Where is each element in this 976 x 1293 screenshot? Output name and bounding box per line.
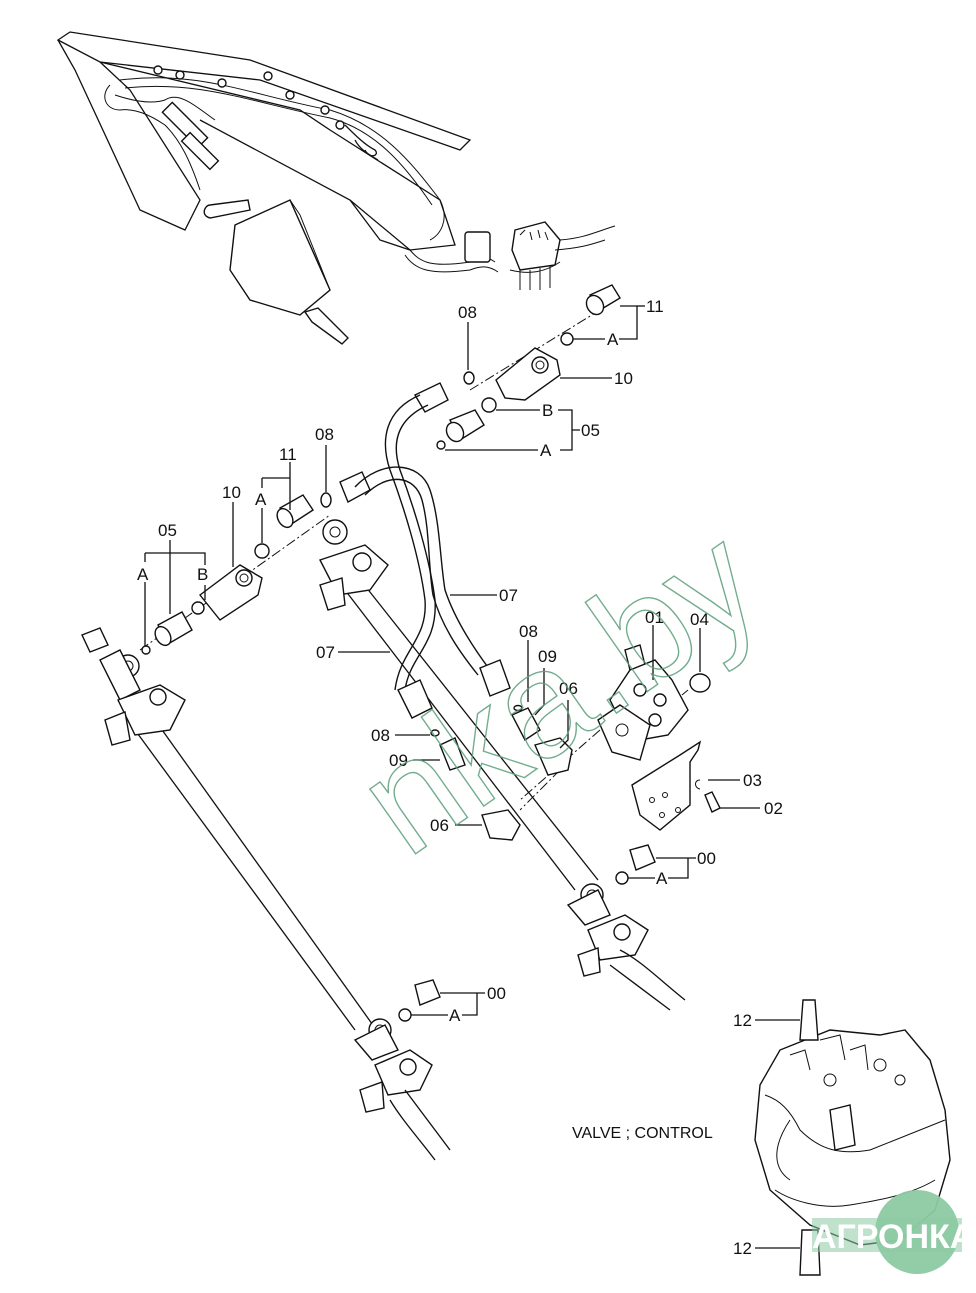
o-ring-icon — [463, 371, 475, 385]
pipe-fitting-icon — [81, 627, 186, 746]
cap-00-left — [398, 979, 485, 1022]
callout-label: 10 — [222, 483, 241, 502]
callout-label: 12 — [733, 1239, 752, 1258]
callout-label: 09 — [538, 647, 557, 666]
boom-arm-assembly — [56, 31, 616, 345]
elbow-fitting-11-icon — [585, 284, 621, 316]
callout-label: B — [542, 401, 553, 420]
pipe-fitting-icon — [566, 883, 686, 1011]
control-valve-icon — [754, 999, 951, 1276]
hydraulic-breaker-icon — [203, 199, 349, 345]
pipe-fitting-icon — [319, 519, 389, 611]
callout-label: A — [137, 565, 149, 584]
plug-04-icon — [689, 673, 711, 693]
pipe-assembly — [81, 519, 686, 1161]
callout-label: 02 — [764, 799, 783, 818]
callout-label: 08 — [371, 726, 390, 745]
snap-ring-03-icon — [695, 779, 701, 790]
o-ring-icon — [430, 729, 440, 737]
o-ring-icon — [320, 492, 332, 508]
callout-label: 00 — [487, 984, 506, 1003]
block-10-icon — [495, 347, 561, 401]
callout-label: 09 — [389, 751, 408, 770]
o-ring-icon — [481, 397, 497, 413]
adapter-fittings — [430, 704, 573, 841]
callout-label: 11 — [646, 297, 664, 316]
callout-label: 12 — [733, 1011, 752, 1030]
swing-base-icon — [464, 221, 616, 290]
hose-07-assembly — [354, 394, 511, 719]
logo-text: АГРОНКА — [812, 1218, 974, 1256]
callout-label: 03 — [743, 771, 762, 790]
control-valve-caption: VALVE ; CONTROL — [572, 1125, 713, 1142]
hose-nut-icon — [339, 382, 449, 503]
callout-label: 05 — [581, 421, 600, 440]
callout-label: 08 — [458, 303, 477, 322]
callout-label: A — [540, 441, 552, 460]
elbow-06-icon — [481, 809, 521, 841]
callout-label: A — [607, 330, 619, 349]
agronka-logo: АГРОНКА — [812, 1190, 974, 1274]
callout-label: 04 — [690, 610, 709, 629]
o-ring-icon — [141, 645, 151, 655]
left-fitting-group — [139, 445, 332, 655]
callout-label: A — [449, 1006, 461, 1025]
o-ring-icon — [513, 704, 523, 712]
o-ring-icon — [191, 601, 205, 615]
bracket-icon — [631, 740, 702, 831]
callout-label: 07 — [499, 586, 518, 605]
callout-label: 07 — [316, 643, 335, 662]
o-ring-icon — [560, 332, 574, 346]
callout-label: 08 — [519, 622, 538, 641]
o-ring-icon — [436, 440, 446, 450]
elbow-06-icon — [534, 737, 573, 776]
callout-label: 06 — [430, 816, 449, 835]
callout-label: 08 — [315, 425, 334, 444]
pipe-fitting-icon — [353, 1018, 451, 1161]
coupler-05-icon — [154, 611, 193, 647]
callout-labels: 08 11 A 10 B 05 A 08 11 A 10 05 A B 07 0… — [137, 297, 783, 1258]
callout-lines — [338, 594, 760, 826]
cap-00-right — [615, 844, 696, 885]
relief-valve-12-icon — [799, 999, 819, 1041]
adapter-09-icon — [511, 707, 541, 742]
elbow-fitting-11-icon — [276, 494, 314, 529]
callout-label: 00 — [697, 849, 716, 868]
block-10-icon — [199, 564, 263, 621]
callout-label: A — [656, 869, 668, 888]
callout-label: 11 — [279, 445, 297, 464]
callout-label: A — [255, 490, 267, 509]
callout-label: 01 — [645, 608, 664, 627]
callout-label: 10 — [614, 369, 633, 388]
top-fitting-group — [339, 284, 645, 503]
adapter-09-icon — [439, 737, 466, 771]
valve-01-assembly — [519, 644, 721, 831]
logo-band — [812, 1218, 962, 1252]
hose-end-icon — [397, 679, 433, 719]
o-ring-icon — [254, 543, 270, 559]
callout-label: 06 — [559, 679, 578, 698]
callout-label: 05 — [158, 521, 177, 540]
hose-end-icon — [479, 659, 511, 697]
callout-label: B — [197, 565, 208, 584]
bolt-02-icon — [704, 791, 721, 813]
coupler-05-icon — [445, 409, 485, 443]
